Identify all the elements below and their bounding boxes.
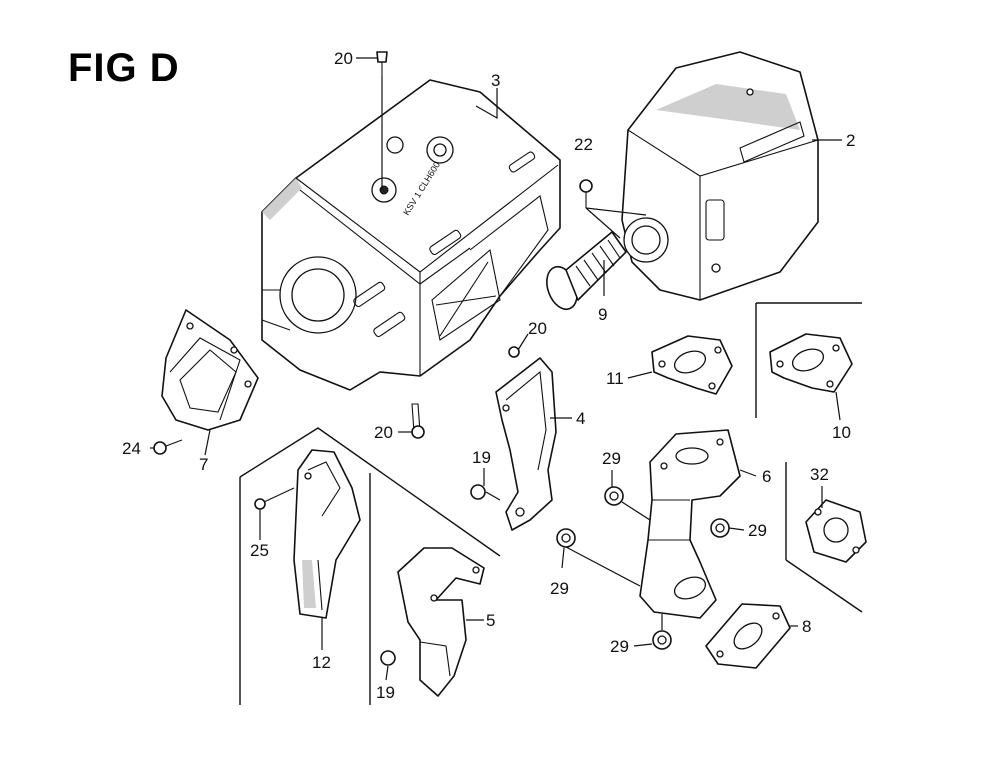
callout-24-bolt: 24 — [122, 439, 141, 458]
callout-5-bracket: 5 — [486, 611, 495, 630]
part-5-bracket — [397, 547, 485, 697]
figure-title: FIG D — [68, 46, 180, 90]
part-10-gasket — [769, 333, 853, 393]
callout-29-nut-c: 29 — [550, 579, 569, 598]
callout-19-lower-bolt: 19 — [376, 683, 395, 702]
part-12-guard — [293, 449, 361, 619]
callout-22-bolt: 22 — [574, 135, 593, 154]
callout-29-nut-d: 29 — [610, 637, 629, 656]
frame-lines — [239, 302, 863, 705]
hardware — [153, 51, 730, 666]
callout-12-guard: 12 — [312, 653, 331, 672]
callout-29-nut-a: 29 — [602, 449, 621, 468]
leader-lines — [150, 57, 842, 681]
callout-32-gasket: 32 — [810, 465, 829, 484]
part-6-exhaust-manifold — [639, 429, 741, 619]
callout-8-gasket: 8 — [802, 617, 811, 636]
part-2-muffler — [621, 51, 819, 301]
callout-2-muffler: 2 — [846, 131, 855, 150]
callout-9-spark-arrester: 9 — [598, 305, 607, 324]
part-8-gasket — [705, 603, 791, 669]
callout-20-top-bolt: 20 — [334, 49, 353, 68]
callout-4-bracket: 4 — [576, 409, 585, 428]
callout-29-nut-b: 29 — [748, 521, 767, 540]
callout-20-lower-bolt: 20 — [374, 423, 393, 442]
part-4-bracket — [495, 357, 557, 531]
callout-7-recoil-cover: 7 — [199, 455, 208, 474]
part-11-gasket — [651, 335, 733, 395]
callout-6-exhaust-manifold: 6 — [762, 467, 771, 486]
part-3-fan-cover: KSV 1 CLH600 — [261, 79, 561, 391]
callout-20-mid-bolt: 20 — [528, 319, 547, 338]
callout-10-gasket: 10 — [832, 423, 851, 442]
callout-3-fan-cover: 3 — [491, 71, 500, 90]
part-9-spark-arrester — [546, 231, 627, 311]
callout-19-bolt: 19 — [472, 448, 491, 467]
part-7-recoil-cover — [161, 309, 259, 431]
callout-labels: 20 3 2 22 9 20 11 10 4 20 24 7 19 29 6 3… — [122, 49, 855, 702]
callout-25-bolt: 25 — [250, 541, 269, 560]
callout-11-gasket: 11 — [606, 369, 624, 388]
part-32-gasket — [805, 499, 867, 563]
